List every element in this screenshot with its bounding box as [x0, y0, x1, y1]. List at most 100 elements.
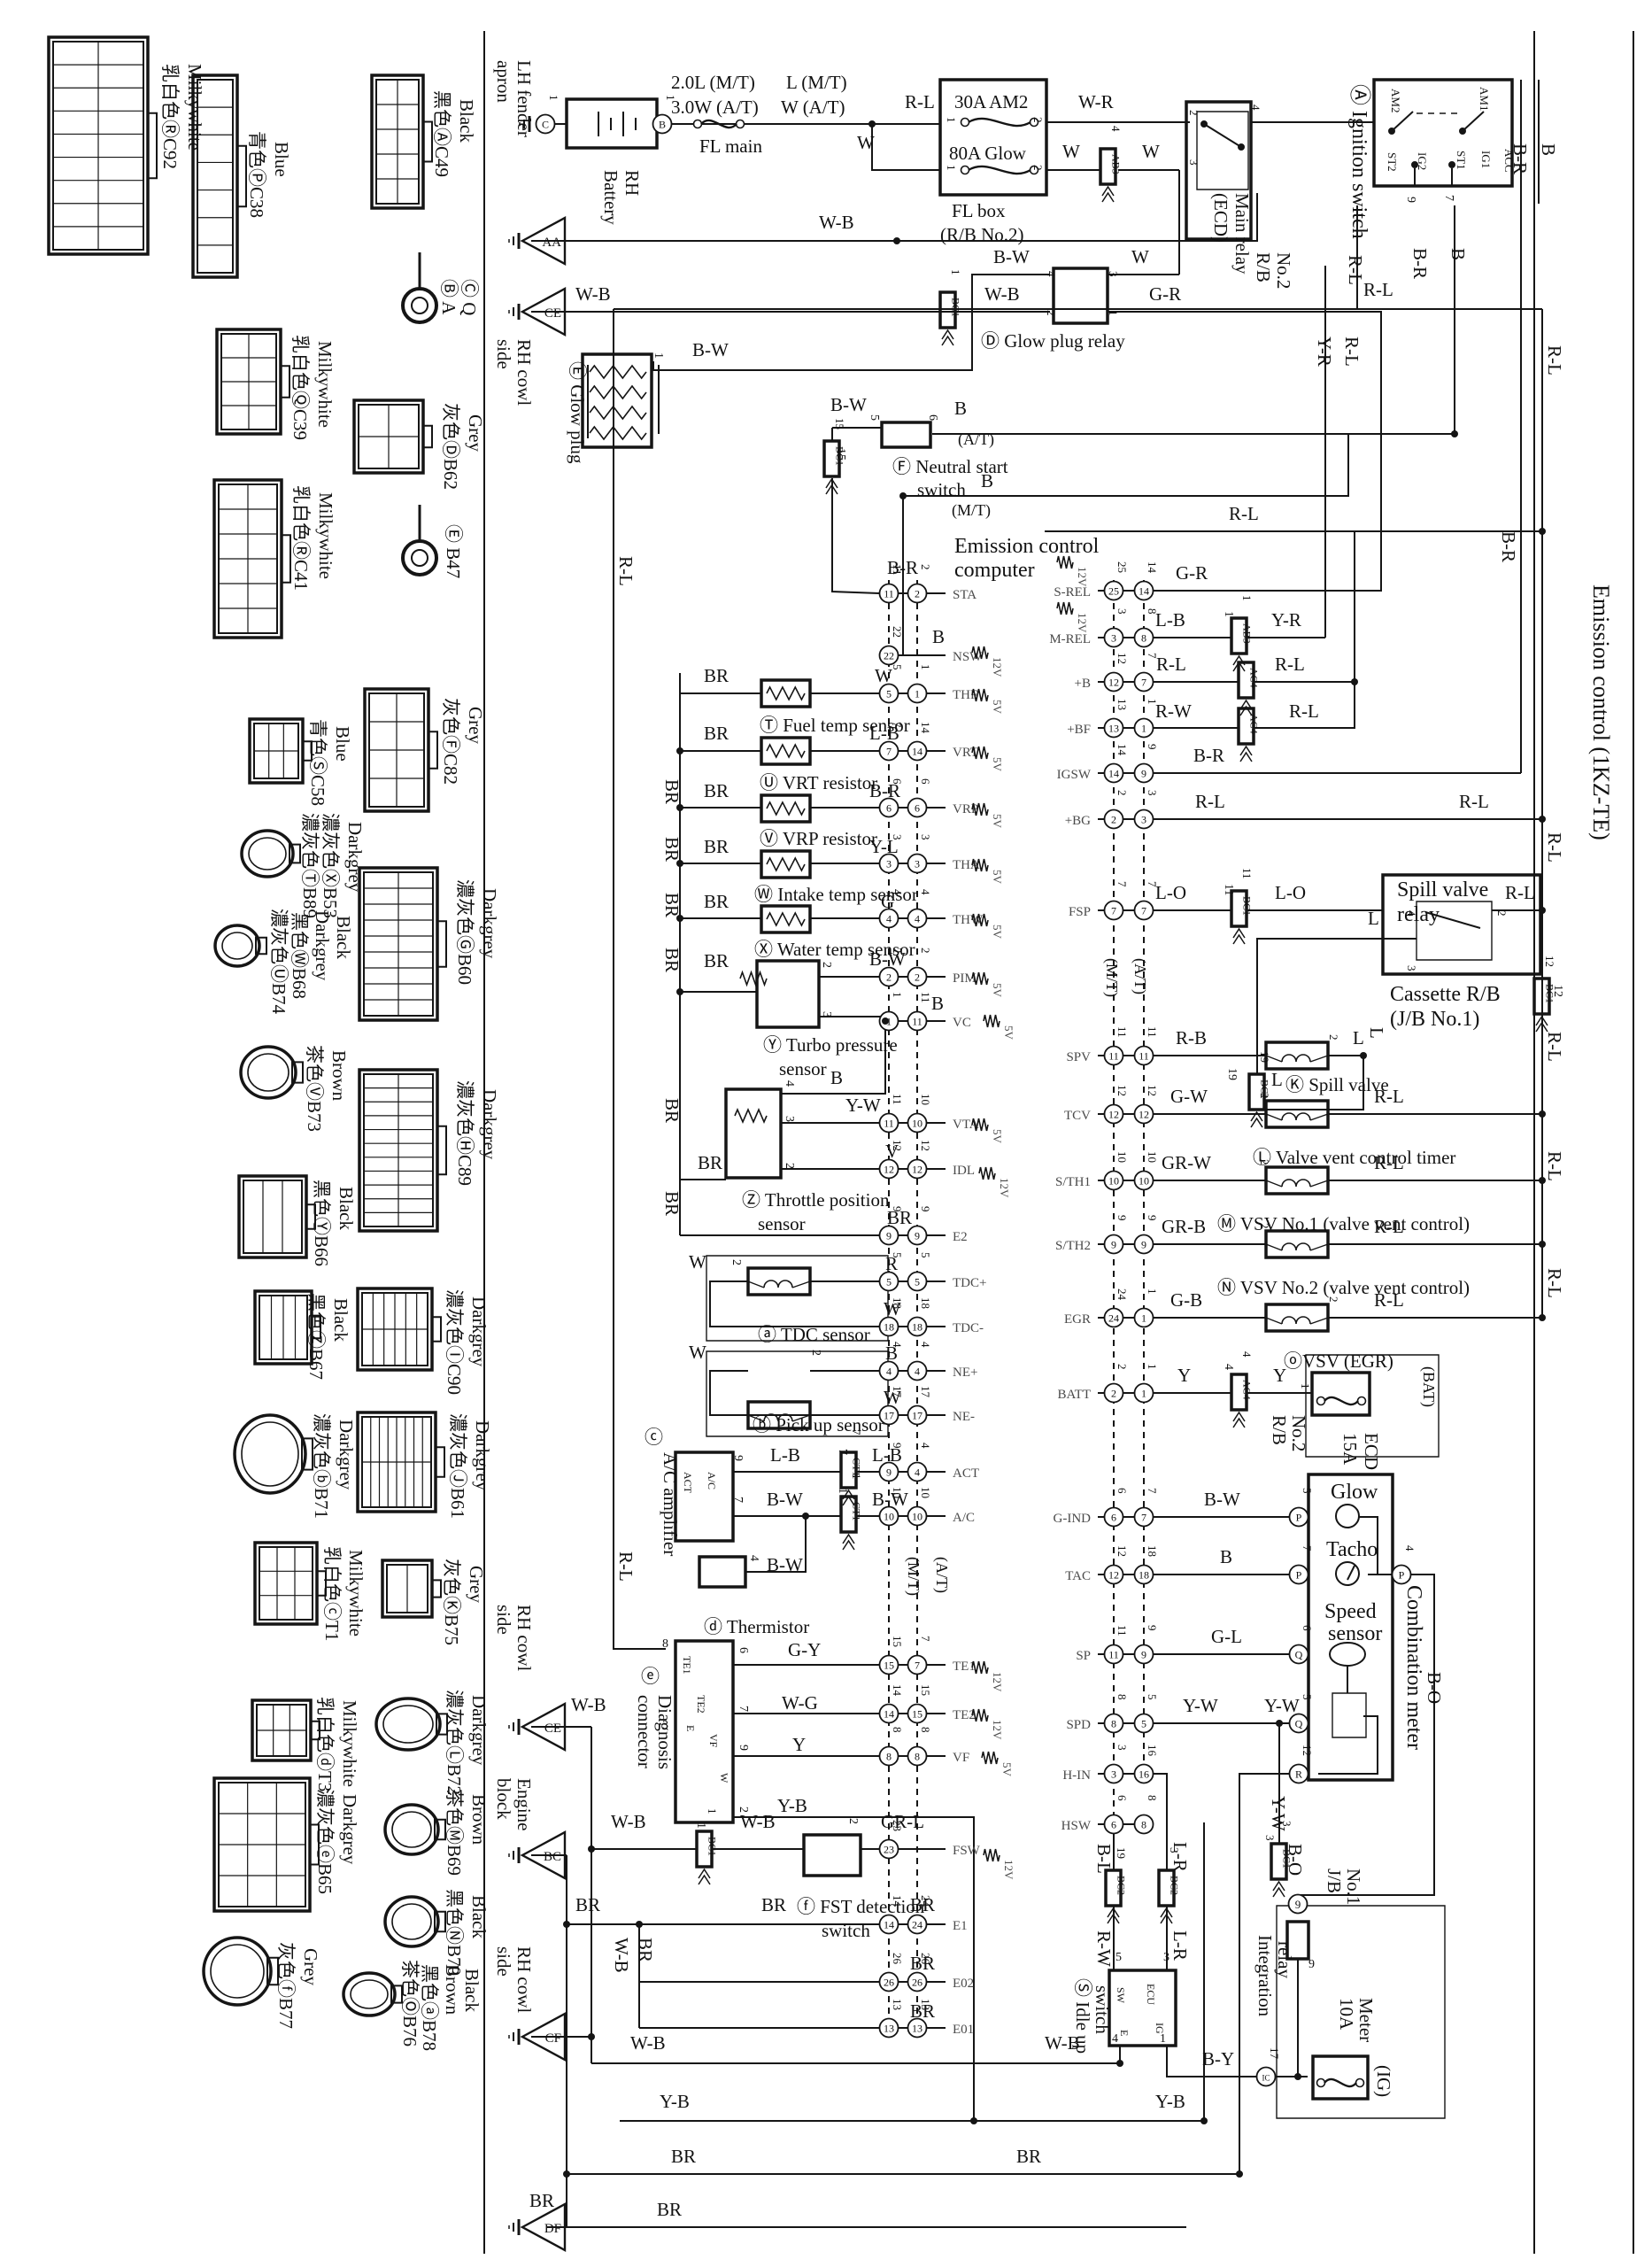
- pin-number: 14: [891, 1895, 904, 1907]
- pin-letter: IC: [1262, 2074, 1270, 2083]
- connector-name: CT1: [851, 1502, 863, 1520]
- pin-letter: 6: [915, 802, 920, 815]
- text-label: Y: [1273, 1365, 1286, 1386]
- text-label: 9: [737, 1745, 750, 1751]
- resistor-zigzag: [740, 972, 767, 985]
- inline-connector: [1231, 1374, 1247, 1410]
- resistor-zigzag: [767, 858, 805, 870]
- text-label: 青色ⓈC58: [307, 719, 328, 806]
- pin-letter: 7: [886, 746, 892, 758]
- text-label: 4: [1249, 104, 1262, 111]
- wire: [1233, 1412, 1245, 1421]
- pin-letter: 2: [1111, 814, 1116, 826]
- text-label: (IG): [1373, 2065, 1394, 2097]
- turbo-pressure-sensor: [757, 961, 819, 1027]
- pin-letter: 11: [884, 588, 894, 600]
- pin-letter: 17: [884, 1410, 894, 1422]
- pin-letter: 10: [884, 1511, 894, 1523]
- ground-code: CE: [544, 1722, 561, 1736]
- resistor-zigzag: [767, 802, 805, 815]
- ecu-pin-TCV: TCV: [1064, 1109, 1091, 1123]
- resistor-zigzag: [972, 1661, 988, 1674]
- text-label: 乳白色ⓆC39: [289, 335, 311, 440]
- pin-circle: [908, 1012, 927, 1031]
- text-label: 濃灰色ⓁB72: [444, 1690, 465, 1795]
- text-label: 4: [747, 1555, 760, 1561]
- text-label: W-G: [782, 1692, 818, 1714]
- pin-letter: 9: [1141, 768, 1146, 780]
- junction-dot: [1116, 2060, 1123, 2067]
- junction-dot: [1200, 2117, 1208, 2124]
- text-label: Integration: [1254, 1935, 1276, 2017]
- text-label: R-L: [905, 91, 935, 112]
- pin-circle: [1135, 1172, 1154, 1190]
- connector-tab: [256, 938, 266, 954]
- resistor-zigzag: [982, 1752, 998, 1764]
- pin-circle: [1290, 1645, 1308, 1664]
- text-label: 2: [1258, 1223, 1271, 1229]
- ecu-pin-THF: THF: [953, 688, 977, 702]
- text-label: B: [981, 470, 993, 491]
- pin-letter: 3: [886, 858, 892, 870]
- text-label: Battery: [600, 170, 621, 225]
- pin-circle: [908, 1318, 927, 1336]
- text-label: 3: [1187, 159, 1200, 166]
- text-label: G-Y: [788, 1639, 821, 1660]
- text-label: W: [884, 1387, 901, 1408]
- connector-pin: 11: [1240, 868, 1254, 879]
- pin-number: 12: [1115, 653, 1129, 664]
- text-label: Darkgrey: [479, 888, 500, 959]
- pin-number: 8: [1146, 1795, 1159, 1801]
- text-label: 5: [1115, 1951, 1122, 1964]
- resistor-zigzag: [972, 914, 988, 926]
- ecu-pin-FSP: FSP: [1069, 905, 1091, 919]
- idle-up-switch: [1109, 1970, 1176, 2046]
- pin-circle: [908, 1656, 927, 1675]
- connector-tab: [437, 1126, 446, 1175]
- ecu-internal-voltage: 12V: [998, 1178, 1011, 1198]
- connector-tab: [267, 1958, 278, 1985]
- text-label: Ⓤ VRT resistor: [760, 772, 877, 793]
- text-label: W: [857, 132, 875, 153]
- text-label: 乳白色ⓒT1: [321, 1546, 343, 1641]
- connector-drawing: [215, 925, 259, 966]
- pin-letter: B: [659, 119, 666, 131]
- pin-letter: 14: [884, 1919, 894, 1931]
- text-label: L-O: [1275, 882, 1306, 903]
- text-label: FL box: [952, 200, 1006, 221]
- text-label: 灰色ⒻC82: [440, 698, 461, 785]
- ecu-pin-PIM: PIM: [953, 971, 977, 986]
- pin-number: 2: [1115, 1364, 1129, 1370]
- ground-code: DF: [544, 2222, 561, 2236]
- pin-number: 13: [1115, 699, 1129, 710]
- text-label: side: [493, 1605, 514, 1635]
- junction-dot: [1539, 528, 1546, 535]
- pin-number: 22: [891, 626, 904, 638]
- pin-letter: 11: [1108, 1050, 1119, 1063]
- pin-circle: [653, 115, 672, 134]
- text-label: L: [1366, 1027, 1387, 1039]
- text-label: 2: [1327, 1296, 1340, 1303]
- text-label: 2: [1187, 110, 1200, 116]
- pin-letter: 1: [1141, 1312, 1146, 1325]
- inline-connector: [1239, 708, 1254, 744]
- coil-box: [1266, 1042, 1328, 1069]
- text-label: 19: [1225, 1068, 1239, 1080]
- pin-letter: 26: [912, 1977, 922, 1989]
- pin-letter: 12: [912, 1164, 922, 1176]
- text-label: R-L: [1229, 503, 1259, 524]
- pin-circle: [880, 1318, 899, 1336]
- ecu-pin-TDC-: TDC-: [953, 1321, 984, 1335]
- text-label: BR: [704, 665, 729, 686]
- text-label: B-O: [1285, 1844, 1306, 1876]
- pin-circle: [1135, 901, 1154, 920]
- text-label: sensor: [779, 1058, 827, 1079]
- text-label: B: [885, 1342, 898, 1364]
- ecu-pin-M-REL: M-REL: [1049, 632, 1091, 646]
- text-label: Darkgrey: [472, 1420, 493, 1491]
- junction-dot: [882, 1017, 889, 1025]
- inline-connector: [1159, 1870, 1174, 1906]
- junction-dot: [1451, 430, 1458, 437]
- inline-connector: [940, 292, 955, 328]
- resistor-box: [761, 906, 810, 932]
